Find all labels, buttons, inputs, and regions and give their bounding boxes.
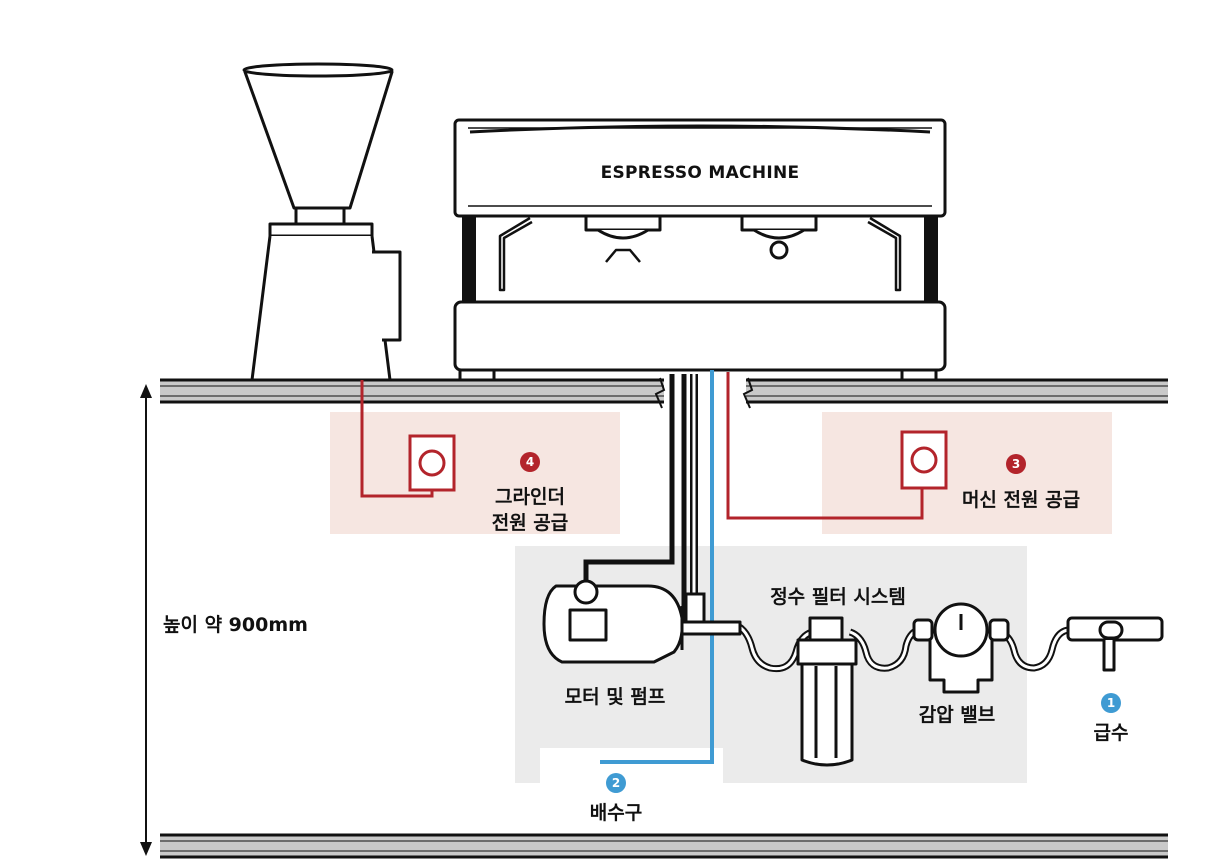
grinder-power-badge: 4: [520, 452, 540, 472]
pressure-valve: [912, 602, 1010, 694]
grinder-power-label-line2: 전원 공급: [491, 512, 569, 534]
water-supply-badge: 1: [1101, 693, 1121, 713]
espresso-machine: [453, 118, 947, 382]
height-dimension-arrow: [140, 384, 152, 856]
height-note: 높이 약 900mm: [163, 614, 308, 636]
drain-pipe: [600, 370, 714, 764]
coffee-grinder: [242, 62, 402, 382]
filter-system-label: 정수 필터 시스템: [770, 586, 906, 608]
motor-pump-label: 모터 및 펌프: [564, 686, 666, 708]
water-filter: [796, 616, 858, 767]
floor: [160, 833, 1168, 859]
pipe-fitting: [684, 592, 706, 624]
grinder-power-panel: [330, 412, 620, 534]
drain-label: 배수구: [589, 802, 643, 824]
drain-badge: 2: [606, 773, 626, 793]
power-outlet: [408, 430, 948, 492]
pressure-valve-label: 감압 밸브: [918, 704, 996, 726]
machine-power-badge: 3: [1006, 454, 1026, 474]
grinder-power-label-line1: 그라인더: [495, 486, 565, 508]
counter-top: [160, 376, 1168, 409]
water-supply-label: 급수: [1093, 722, 1129, 744]
machine-power-label: 머신 전원 공급: [961, 489, 1081, 511]
motor-pump: [542, 579, 742, 664]
supply-valve: [1066, 616, 1164, 672]
machine-title: ESPRESSO MACHINE: [600, 163, 800, 183]
machine-power-panel: [822, 412, 1112, 534]
machine-pump-pipes: [583, 374, 687, 622]
